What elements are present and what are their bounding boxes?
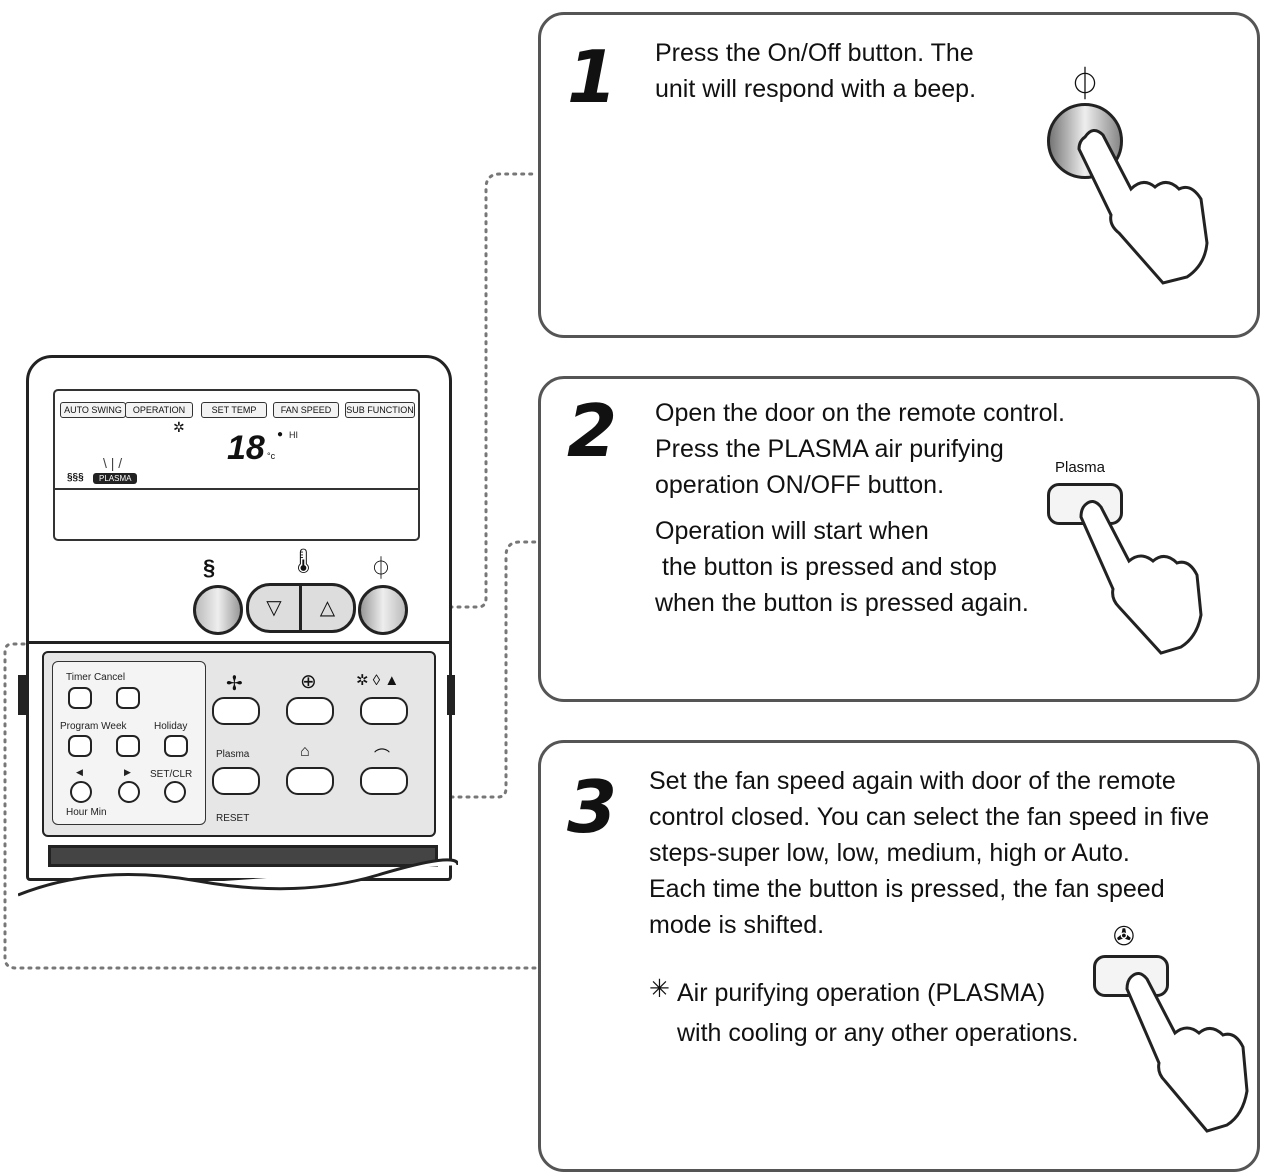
swing-button[interactable] xyxy=(360,767,408,795)
door-hinge-line xyxy=(26,641,450,644)
arrow-right-icon: ▶ xyxy=(124,767,131,777)
power-symbol-icon: ⏀ xyxy=(1069,66,1102,102)
home-icon: ⌂ xyxy=(300,743,310,760)
temp-up-button[interactable]: △ xyxy=(319,597,336,619)
lcd-temp-unit: °c xyxy=(267,451,276,461)
step-2-line: Press the PLASMA air purifying xyxy=(655,435,1004,463)
lcd-display: AUTO SWING OPERATION SET TEMP FAN SPEED … xyxy=(53,389,420,541)
lcd-tab-sub-function: SUB FUNCTION xyxy=(345,402,415,418)
lcd-fan-level: HI xyxy=(289,430,298,440)
power-icon: ⏀ xyxy=(370,556,393,581)
jet-cool-button[interactable] xyxy=(212,697,260,725)
week-button[interactable] xyxy=(116,735,140,757)
fan-bars-icon: §§§ xyxy=(67,472,84,483)
remote-control: AUTO SWING OPERATION SET TEMP FAN SPEED … xyxy=(18,355,458,900)
step-2-line: when the button is pressed again. xyxy=(655,589,1029,617)
cancel-button[interactable] xyxy=(116,687,140,709)
step-1-number: 1 xyxy=(567,35,618,119)
lcd-tab-operation: OPERATION xyxy=(125,402,193,418)
lcd-tab-set-temp: SET TEMP xyxy=(201,402,267,418)
power-button[interactable] xyxy=(358,585,408,635)
step-3-line: mode is shifted. xyxy=(649,911,825,939)
temperature-rocker: ▽ △ xyxy=(246,583,356,633)
lower-panel: Timer Cancel Program Week Holiday ◀ ▶ SE… xyxy=(42,651,436,837)
fan-only-icon: ✢ xyxy=(226,673,243,695)
step-3-note: Air purifying operation (PLASMA) with co… xyxy=(677,973,1079,1053)
step-3-number: 3 xyxy=(567,765,618,849)
fan-icon: ✇ xyxy=(1113,921,1135,951)
step-2-line: Operation will start when xyxy=(655,517,929,545)
arrow-left-icon: ◀ xyxy=(76,767,83,777)
set-clr-button[interactable] xyxy=(164,781,186,803)
out-door-button[interactable] xyxy=(286,767,334,795)
plasma-button[interactable] xyxy=(212,767,260,795)
set-clr-label: SET/CLR xyxy=(150,769,193,780)
step-3-line: control closed. You can select the fan s… xyxy=(649,803,1210,831)
side-clip-right xyxy=(447,675,455,715)
step-1-line: Press the On/Off button. The xyxy=(655,39,974,67)
remote-holder xyxy=(48,845,438,867)
step-3-line: Each time the button is pressed, the fan… xyxy=(649,875,1165,903)
step-2-number: 2 xyxy=(567,389,618,473)
program-button[interactable] xyxy=(68,735,92,757)
timer-cancel-label: Timer Cancel xyxy=(66,672,126,683)
step-2-box: 2 Open the door on the remote control. P… xyxy=(538,376,1260,702)
holiday-button[interactable] xyxy=(164,735,188,757)
holiday-label: Holiday xyxy=(154,721,188,732)
step-2-line: Open the door on the remote control. xyxy=(655,399,1065,427)
hour-min-label: Hour Min xyxy=(66,807,107,818)
step-3-line: steps-super low, low, medium, high or Au… xyxy=(649,839,1130,867)
step-1-line: unit will respond with a beep. xyxy=(655,75,977,103)
temp-down-button[interactable]: ▽ xyxy=(249,586,302,630)
lcd-temperature: 18 xyxy=(227,429,265,467)
timer-button[interactable] xyxy=(68,687,92,709)
program-week-label: Program Week xyxy=(60,721,127,732)
side-clip-left xyxy=(18,675,26,715)
hour-button[interactable] xyxy=(70,781,92,803)
fan-dot-icon: ● xyxy=(277,429,284,440)
step-3-box: 3 Set the fan speed again with door of t… xyxy=(538,740,1260,1172)
lcd-plasma-indicator: PLASMA xyxy=(93,473,138,484)
step-2-line: the button is pressed and stop xyxy=(655,553,997,581)
step-3-note-line: with cooling or any other operations. xyxy=(677,1019,1079,1047)
thermometer-icon: 🌡 xyxy=(288,548,319,575)
minute-button[interactable] xyxy=(118,781,140,803)
step-3-note-line: Air purifying operation (PLASMA) xyxy=(677,979,1046,1007)
plasma-label: Plasma xyxy=(216,749,250,760)
lcd-tab-fan-speed: FAN SPEED xyxy=(273,402,339,418)
mode-button[interactable] xyxy=(360,697,408,725)
step-3-line: Set the fan speed again with door of the… xyxy=(649,767,1176,795)
step-3-text: Set the fan speed again with door of the… xyxy=(649,763,1209,943)
fan-icon: ⊕ xyxy=(300,671,317,693)
note-asterisk-icon: ✳ xyxy=(649,975,670,1003)
pressing-finger-icon xyxy=(1079,500,1203,655)
reset-label: RESET xyxy=(216,813,250,824)
step-2-text-b: Operation will start when the button is … xyxy=(655,513,1029,621)
swing-icon: ⌒ xyxy=(374,749,391,766)
plasma-button-label: Plasma xyxy=(1055,459,1106,476)
pressing-finger-icon xyxy=(1077,129,1209,285)
lcd-divider xyxy=(55,488,418,490)
fan-speed-icon: § xyxy=(203,555,216,580)
pressing-finger-icon xyxy=(1125,972,1249,1133)
step-1-text: Press the On/Off button. The unit will r… xyxy=(655,35,976,107)
step-2-text-a: Open the door on the remote control. Pre… xyxy=(655,395,1065,503)
wavy-cut-line xyxy=(18,858,458,897)
step-2-line: operation ON/OFF button. xyxy=(655,471,945,499)
blink-rays-icon: \ | / xyxy=(103,455,123,471)
fan-speed-button[interactable] xyxy=(193,585,243,635)
fan-button[interactable] xyxy=(286,697,334,725)
step-1-box: 1 Press the On/Off button. The unit will… xyxy=(538,12,1260,338)
lcd-tab-auto-swing: AUTO SWING xyxy=(60,402,126,418)
mode-icons: ✲ ◊ ▲ xyxy=(356,672,400,689)
snowflake-icon: ✲ xyxy=(173,419,185,435)
